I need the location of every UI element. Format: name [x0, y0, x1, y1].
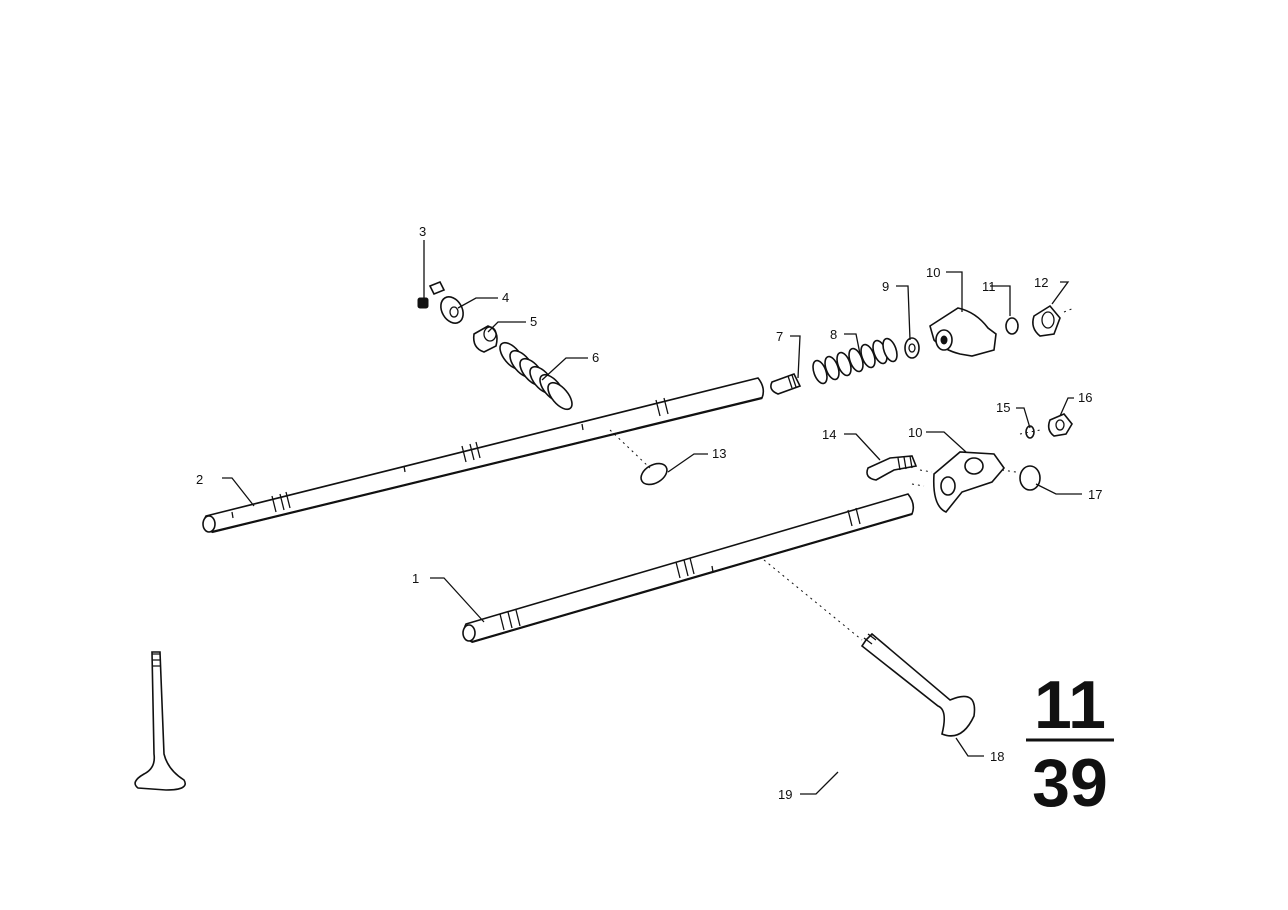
callout-11: 11 — [982, 279, 996, 294]
plug-part-7 — [770, 373, 802, 395]
callout-8: 8 — [830, 327, 837, 342]
callout-2: 2 — [196, 472, 203, 487]
cap-part-17 — [1019, 465, 1041, 491]
alignment-line — [609, 429, 651, 469]
spring-part-6 — [499, 341, 573, 411]
bolt-part-14 — [866, 455, 918, 481]
callout-17: 17 — [1088, 487, 1102, 502]
rocker-shaft-lower — [462, 493, 915, 644]
callout-10-upper: 10 — [926, 265, 940, 280]
page-number-bottom: 39 — [1032, 745, 1108, 821]
valve-part-19 — [134, 651, 186, 791]
rocker-arm-lower — [932, 451, 1006, 513]
page-number-top: 11 — [1034, 667, 1106, 743]
callout-19: 19 — [778, 787, 792, 802]
callout-14: 14 — [822, 427, 836, 442]
callout-6: 6 — [592, 350, 599, 365]
callout-18: 18 — [990, 749, 1004, 764]
leader-lines — [222, 240, 1082, 795]
spring-part-8 — [812, 337, 898, 385]
page-number-fraction: 11 39 — [1026, 667, 1114, 821]
callout-15: 15 — [996, 400, 1010, 415]
bushing-part-5 — [472, 325, 498, 353]
rocker-arm-upper — [929, 307, 997, 357]
washer-part-13 — [640, 462, 668, 486]
washer-part-4 — [440, 296, 464, 324]
washer-part-9 — [904, 337, 920, 359]
callout-5: 5 — [530, 314, 537, 329]
callout-3: 3 — [419, 224, 426, 239]
clip-part-3 — [417, 280, 446, 309]
callout-1: 1 — [412, 571, 419, 586]
nut-part-12 — [1032, 304, 1075, 337]
callout-13: 13 — [712, 446, 726, 461]
callout-16: 16 — [1078, 390, 1092, 405]
callout-12: 12 — [1034, 275, 1048, 290]
valve-part-18 — [860, 632, 976, 737]
callout-10-lower: 10 — [908, 425, 922, 440]
alignment-line — [911, 483, 925, 487]
callout-4: 4 — [502, 290, 509, 305]
alignment-line — [763, 559, 863, 641]
alignment-line — [919, 429, 1041, 473]
nut-part-16 — [1047, 413, 1073, 437]
callout-9: 9 — [882, 279, 889, 294]
callout-7: 7 — [776, 329, 783, 344]
circlip-part-11 — [1005, 317, 1019, 335]
rocker-shaft-upper — [202, 377, 765, 534]
